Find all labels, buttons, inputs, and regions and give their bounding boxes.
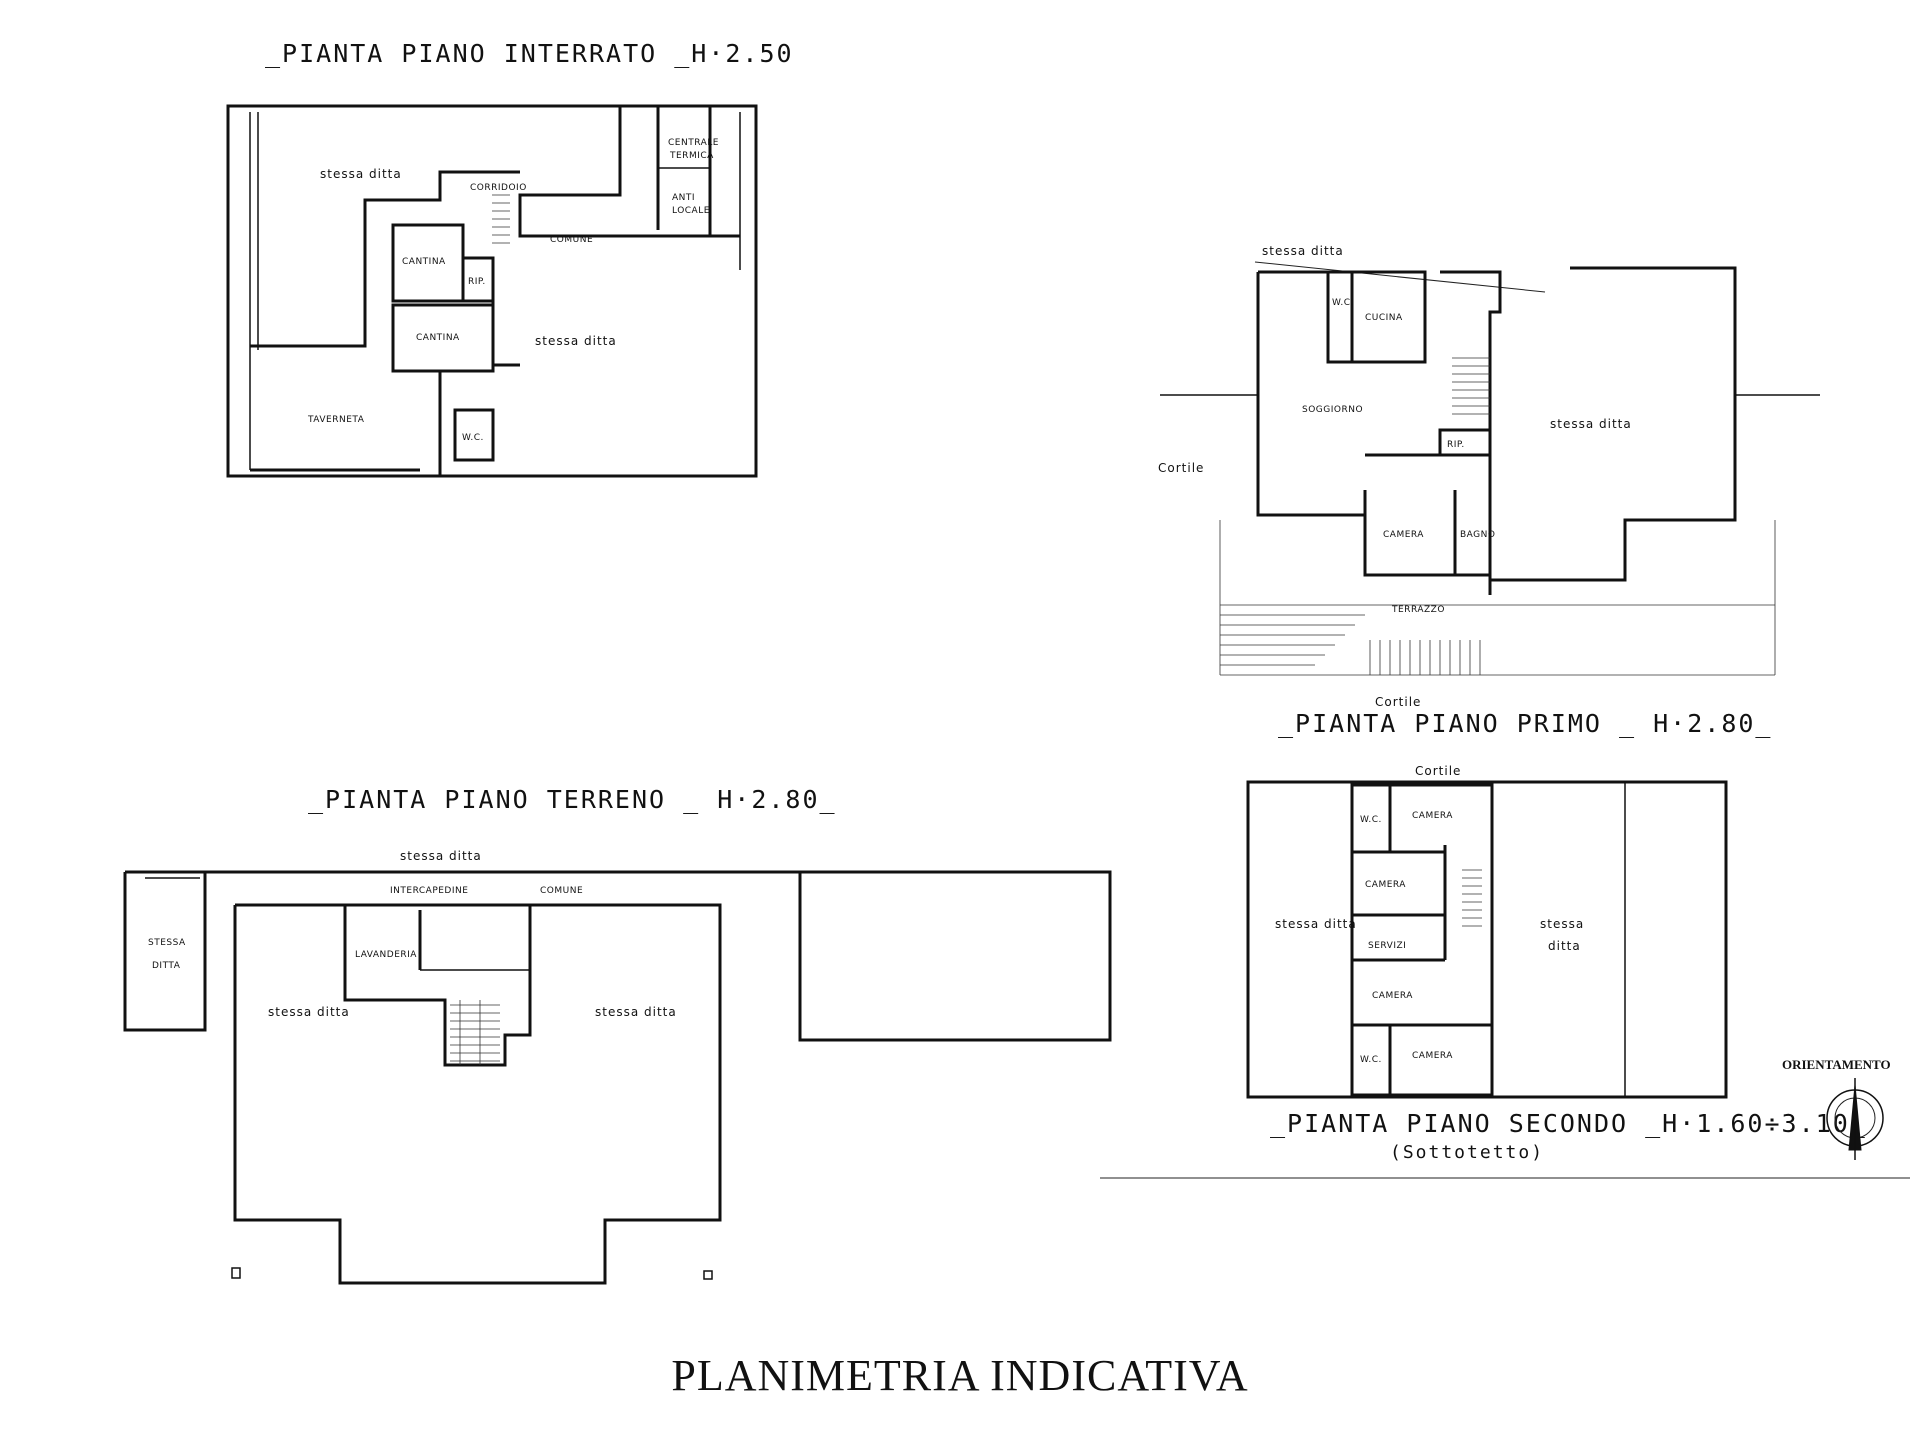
- terreno-title: _PIANTA PIANO TERRENO _ H·2.80_: [308, 785, 837, 814]
- secondo-wc-bottom: W.C.: [1360, 1055, 1382, 1065]
- secondo-camera-4: CAMERA: [1412, 1051, 1453, 1061]
- plan-primo: stessa ditta: [1158, 244, 1820, 738]
- north-arrow-icon: [1826, 1078, 1884, 1160]
- secondo-wc-top: W.C.: [1360, 815, 1382, 825]
- interrato-wc: W.C.: [462, 433, 484, 443]
- interrato-rip: RIP.: [468, 277, 486, 287]
- secondo-stessa-1: stessa: [1540, 917, 1584, 931]
- secondo-title: _PIANTA PIANO SECONDO _H·1.60÷3.10_: [1270, 1109, 1867, 1138]
- secondo-subtitle: (Sottotetto): [1390, 1142, 1544, 1163]
- interrato-centrale-termica-2: TERMICA: [669, 151, 714, 161]
- orientamento-label: ORIENTAMENTO: [1782, 1057, 1891, 1072]
- terreno-stessa-ditta-top: stessa ditta: [400, 849, 482, 863]
- secondo-outline: [1246, 780, 1728, 1099]
- plan-secondo: Cortile W.C. CAMERA CAMERA stessa ditta …: [1100, 764, 1910, 1179]
- primo-cortile-bottom: Cortile: [1375, 695, 1421, 709]
- secondo-cortile: Cortile: [1415, 764, 1461, 778]
- primo-stessa-ditta-top: stessa ditta: [1262, 244, 1344, 258]
- primo-rip: RIP.: [1447, 440, 1465, 450]
- interrato-outline: [226, 104, 758, 478]
- interrato-anti-locale-1: ANTI: [672, 193, 695, 203]
- interrato-centrale-termica-1: CENTRALE: [668, 138, 719, 148]
- terreno-stessa-ditta-left: stessa ditta: [268, 1005, 350, 1019]
- terreno-stessa-box-1: STESSA: [148, 938, 186, 948]
- primo-camera: CAMERA: [1383, 530, 1424, 540]
- secondo-camera-3: CAMERA: [1372, 991, 1413, 1001]
- primo-wc: W.C.: [1332, 298, 1354, 308]
- footer-title: PLANIMETRIA INDICATIVA: [671, 1351, 1248, 1400]
- primo-cucina: CUCINA: [1365, 313, 1403, 323]
- plan-interrato: _PIANTA PIANO INTERRATO _H·2.50 stessa d…: [226, 39, 794, 478]
- interrato-cantina-1: CANTINA: [402, 257, 446, 267]
- terreno-intercapedine: INTERCAPEDINE: [390, 886, 468, 896]
- secondo-servizi: SERVIZI: [1368, 941, 1406, 951]
- interrato-corridoio: CORRIDOIO: [470, 183, 527, 193]
- primo-bagno: BAGNO: [1460, 530, 1495, 540]
- terreno-comune: COMUNE: [540, 886, 583, 896]
- interrato-anti-locale-2: LOCALE: [672, 206, 710, 216]
- terreno-stessa-ditta-right: stessa ditta: [595, 1005, 677, 1019]
- primo-cortile-left: Cortile: [1158, 461, 1204, 475]
- secondo-camera-2: CAMERA: [1365, 880, 1406, 890]
- interrato-comune: COMUNE: [550, 235, 593, 245]
- primo-terrazzo: TERRAZZO: [1391, 605, 1445, 615]
- secondo-stessa-ditta-left: stessa ditta: [1275, 917, 1357, 931]
- primo-title: _PIANTA PIANO PRIMO _ H·2.80_: [1278, 709, 1773, 738]
- primo-stessa-ditta-right: stessa ditta: [1550, 417, 1632, 431]
- interrato-taverneta: TAVERNETA: [307, 415, 365, 425]
- plan-terreno: _PIANTA PIANO TERRENO _ H·2.80_ stessa d…: [123, 785, 1112, 1285]
- terreno-lavanderia: LAVANDERIA: [355, 950, 417, 960]
- interrato-title: _PIANTA PIANO INTERRATO _H·2.50: [265, 39, 794, 68]
- primo-soggiorno: SOGGIORNO: [1302, 405, 1363, 415]
- orientamento-block: ORIENTAMENTO: [1782, 1057, 1891, 1160]
- interrato-stessa-ditta-top: stessa ditta: [320, 167, 402, 181]
- secondo-ditta-1: ditta: [1548, 939, 1581, 953]
- interrato-cantina-2: CANTINA: [416, 333, 460, 343]
- terreno-stessa-box-2: DITTA: [152, 961, 181, 971]
- secondo-camera-1: CAMERA: [1412, 811, 1453, 821]
- interrato-stessa-ditta-right: stessa ditta: [535, 334, 617, 348]
